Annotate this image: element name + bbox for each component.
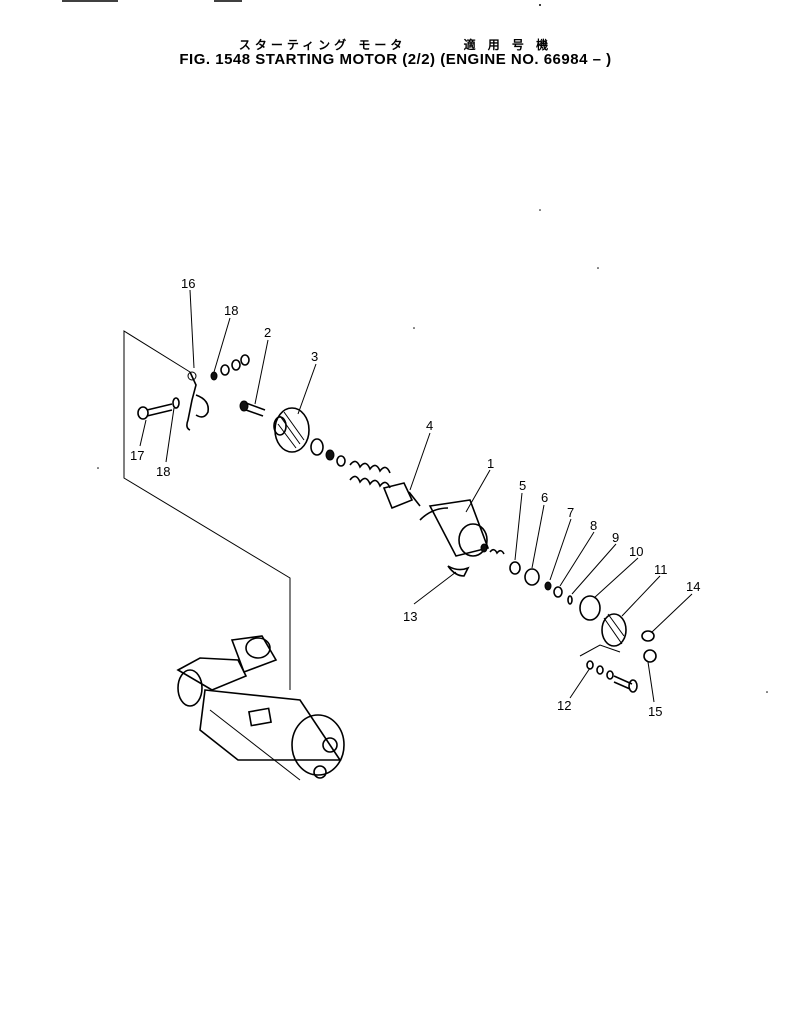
callout-7: 7	[567, 505, 574, 520]
callout-16: 16	[181, 276, 195, 291]
part-16-shift-lever	[186, 371, 210, 431]
part-9-clip	[567, 595, 573, 605]
part-2-pin	[239, 400, 266, 417]
callout-5: 5	[519, 478, 526, 493]
callout-10: 10	[629, 544, 643, 559]
part-7-washer	[544, 581, 552, 591]
part-14-cap	[641, 630, 655, 642]
callout-4: 4	[426, 418, 433, 433]
leader-lines	[139, 289, 693, 703]
part-12-bolt-set	[579, 644, 638, 693]
part-13-clip	[447, 565, 470, 577]
callout-2: 2	[264, 325, 271, 340]
callout-11: 11	[654, 562, 668, 577]
part-5-washer	[509, 561, 521, 575]
title-jp-name: スターティング モータ	[238, 38, 407, 52]
small-spring-parts	[480, 543, 505, 555]
figure-title-japanese: スターティング モータ 適 用 号 機	[0, 36, 791, 53]
callout-13: 13	[403, 609, 417, 624]
callout-labels: 1 2 3 4 5 6 7 8 9 10 11 12 13 14 15 16 1…	[130, 276, 700, 719]
part-3-pinion-gear	[273, 407, 310, 453]
callout-17: 17	[130, 448, 144, 463]
clutch-components	[310, 438, 346, 467]
callout-15: 15	[648, 704, 662, 719]
title-jp-applicability: 適 用 号 機	[463, 38, 553, 52]
callout-14: 14	[686, 579, 700, 594]
part-10-o-ring	[579, 595, 601, 621]
part-15-cap	[643, 649, 657, 663]
callout-8: 8	[590, 518, 597, 533]
part-18-washers-upper	[210, 354, 250, 381]
part-1-housing	[419, 499, 490, 557]
part-8-washer	[553, 586, 563, 598]
callout-9: 9	[612, 530, 619, 545]
callout-6: 6	[541, 490, 548, 505]
part-4-plunger	[382, 482, 421, 510]
assembled-starting-motor	[176, 635, 345, 781]
reference-bracket	[123, 330, 291, 690]
part-17-bolt	[137, 397, 180, 420]
clutch-spring	[349, 460, 391, 489]
callout-18-lower: 18	[156, 464, 170, 479]
callout-3: 3	[311, 349, 318, 364]
callout-1: 1	[487, 456, 494, 471]
callout-18-upper: 18	[224, 303, 238, 318]
part-11-end-cover	[601, 613, 627, 647]
callout-12: 12	[557, 698, 571, 713]
part-6-ring	[524, 568, 540, 586]
figure-title: FIG. 1548 STARTING MOTOR (2/2) (ENGINE N…	[179, 51, 612, 68]
scan-specks	[97, 4, 768, 693]
